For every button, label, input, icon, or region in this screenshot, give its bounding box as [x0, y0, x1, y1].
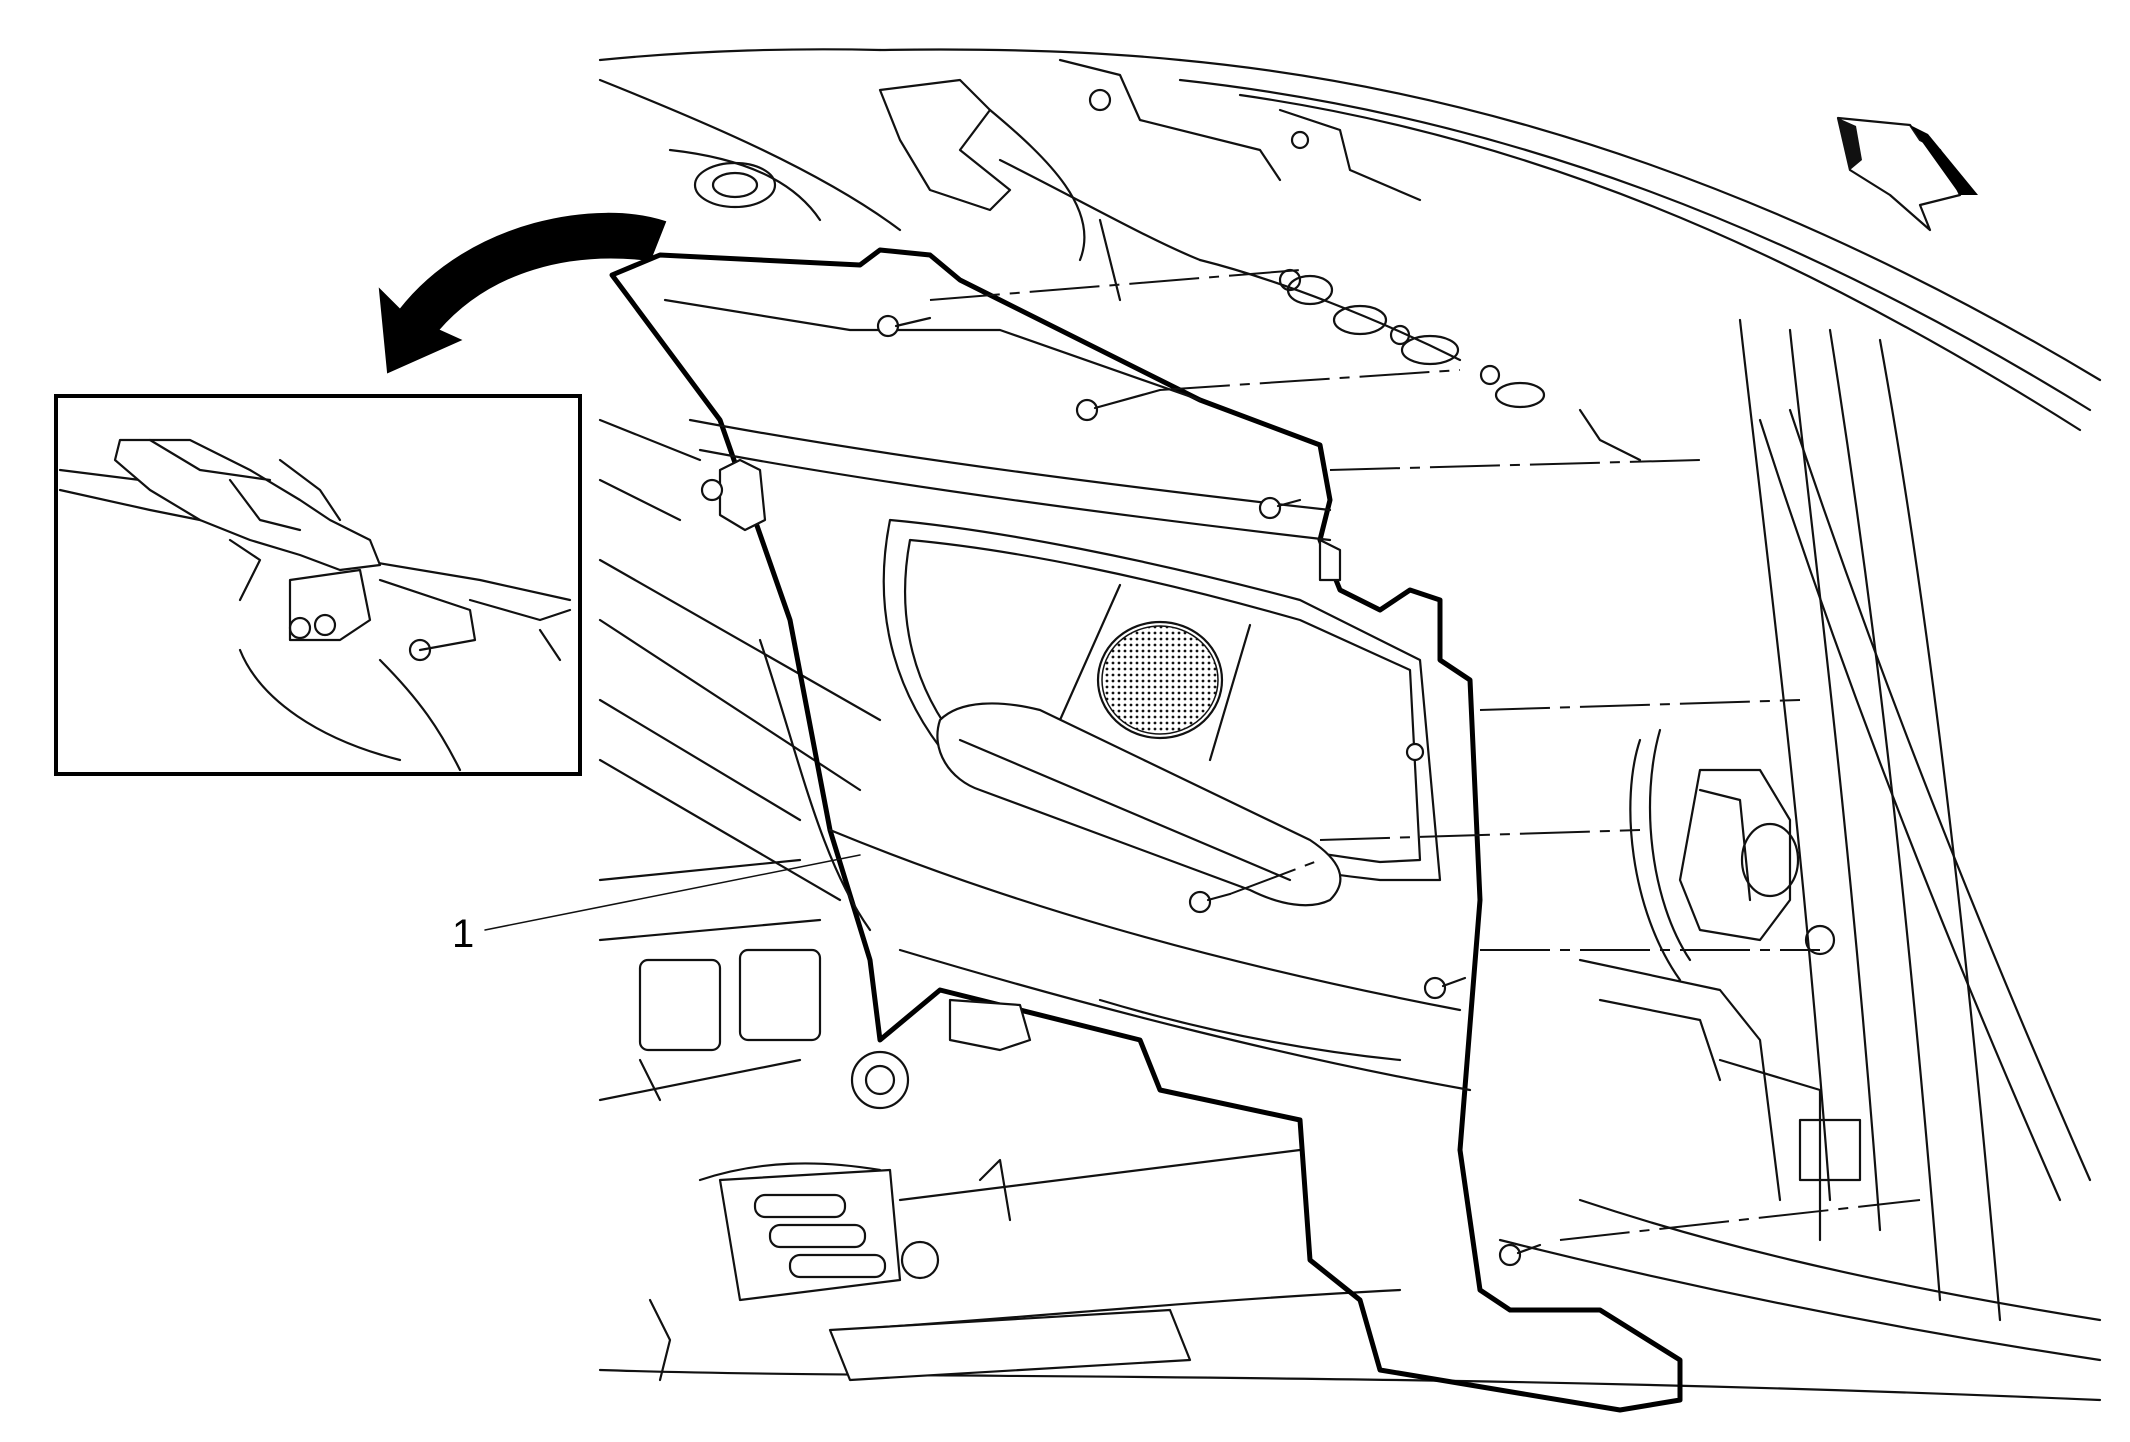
vehicle-body-structure — [598, 48, 2102, 1402]
push-pin-fastener-icon — [1258, 496, 1302, 520]
push-pin-fastener-icon — [1405, 742, 1425, 762]
alignment-lines — [929, 269, 1921, 1241]
inset-detail-view — [54, 394, 582, 776]
speaker-grille-icon — [1096, 620, 1224, 740]
push-pin-fastener-icon — [700, 478, 724, 502]
curved-removal-arrow-icon — [378, 212, 667, 374]
push-pin-fastener-icon — [1498, 1243, 1542, 1267]
push-pin-fastener-icon — [1423, 976, 1467, 1000]
push-pin-fastener-icon — [876, 314, 932, 338]
push-pin-fastener-icon — [1188, 890, 1232, 914]
push-pin-fastener-icon — [1075, 388, 1162, 422]
front-direction-arrow-icon — [1836, 116, 1978, 232]
push-pin-fasteners — [700, 314, 1542, 1267]
quarter-trim-panel — [609, 247, 1683, 1413]
callout-1-leader — [484, 854, 861, 931]
callout-label-1: 1 — [452, 912, 475, 956]
